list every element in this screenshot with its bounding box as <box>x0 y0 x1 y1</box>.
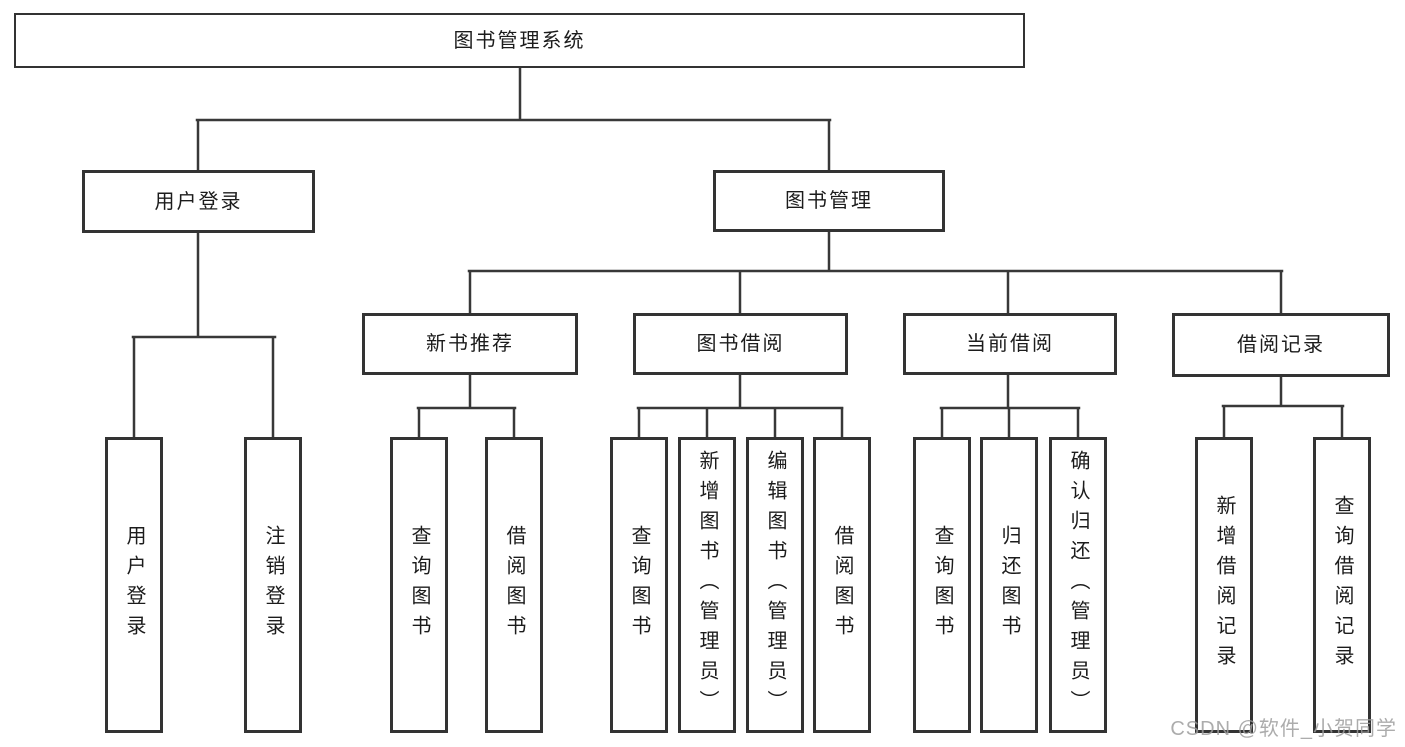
node-borrowing-records-label: 借阅记录 <box>1237 334 1325 356</box>
node-book-borrowing: 图书借阅 <box>633 313 848 375</box>
node-root: 图书管理系统 <box>14 13 1025 68</box>
leaf-user-login: 用户登录 <box>105 437 163 733</box>
leaf-query-books-2: 查询图书 <box>610 437 668 733</box>
leaf-query-books-3-label: 查询图书 <box>931 525 953 645</box>
node-book-management-label: 图书管理 <box>785 190 873 212</box>
leaf-add-book-admin-label: 新增图书（管理员） <box>696 450 718 720</box>
leaf-borrow-books-1-label: 借阅图书 <box>503 525 525 645</box>
node-new-book-recommend-label: 新书推荐 <box>426 333 514 355</box>
leaf-confirm-return-admin: 确认归还（管理员） <box>1049 437 1107 733</box>
node-user-login: 用户登录 <box>82 170 315 233</box>
leaf-borrow-books-2: 借阅图书 <box>813 437 871 733</box>
leaf-return-books: 归还图书 <box>980 437 1038 733</box>
leaf-query-borrow-record-label: 查询借阅记录 <box>1331 495 1353 675</box>
node-book-management: 图书管理 <box>713 170 945 232</box>
leaf-edit-book-admin: 编辑图书（管理员） <box>746 437 804 733</box>
leaf-query-books-3: 查询图书 <box>913 437 971 733</box>
node-root-label: 图书管理系统 <box>453 29 586 52</box>
leaf-add-borrow-record-label: 新增借阅记录 <box>1213 495 1235 675</box>
connector-lines <box>131 65 1345 410</box>
leaf-logout-login: 注销登录 <box>244 437 302 733</box>
csdn-watermark: CSDN @软件_小贺同学 <box>1170 718 1397 740</box>
leaf-query-books-2-label: 查询图书 <box>628 525 650 645</box>
node-new-book-recommend: 新书推荐 <box>362 313 578 375</box>
leaf-query-books-1-label: 查询图书 <box>408 525 430 645</box>
node-current-borrowing: 当前借阅 <box>903 313 1117 375</box>
connector-arrows <box>132 119 1344 437</box>
leaf-user-login-label: 用户登录 <box>123 525 145 645</box>
leaf-add-book-admin: 新增图书（管理员） <box>678 437 736 733</box>
leaf-add-borrow-record: 新增借阅记录 <box>1195 437 1253 733</box>
leaf-edit-book-admin-label: 编辑图书（管理员） <box>764 450 786 720</box>
node-user-login-label: 用户登录 <box>154 190 243 213</box>
leaf-borrow-books-1: 借阅图书 <box>485 437 543 733</box>
node-borrowing-records: 借阅记录 <box>1172 313 1390 377</box>
node-current-borrowing-label: 当前借阅 <box>966 333 1054 355</box>
leaf-query-books-1: 查询图书 <box>390 437 448 733</box>
node-book-borrowing-label: 图书借阅 <box>696 333 785 355</box>
leaf-return-books-label: 归还图书 <box>998 525 1020 645</box>
leaf-logout-login-label: 注销登录 <box>262 525 284 645</box>
leaf-borrow-books-2-label: 借阅图书 <box>831 525 853 645</box>
leaf-query-borrow-record: 查询借阅记录 <box>1313 437 1371 733</box>
leaf-confirm-return-admin-label: 确认归还（管理员） <box>1067 450 1089 720</box>
